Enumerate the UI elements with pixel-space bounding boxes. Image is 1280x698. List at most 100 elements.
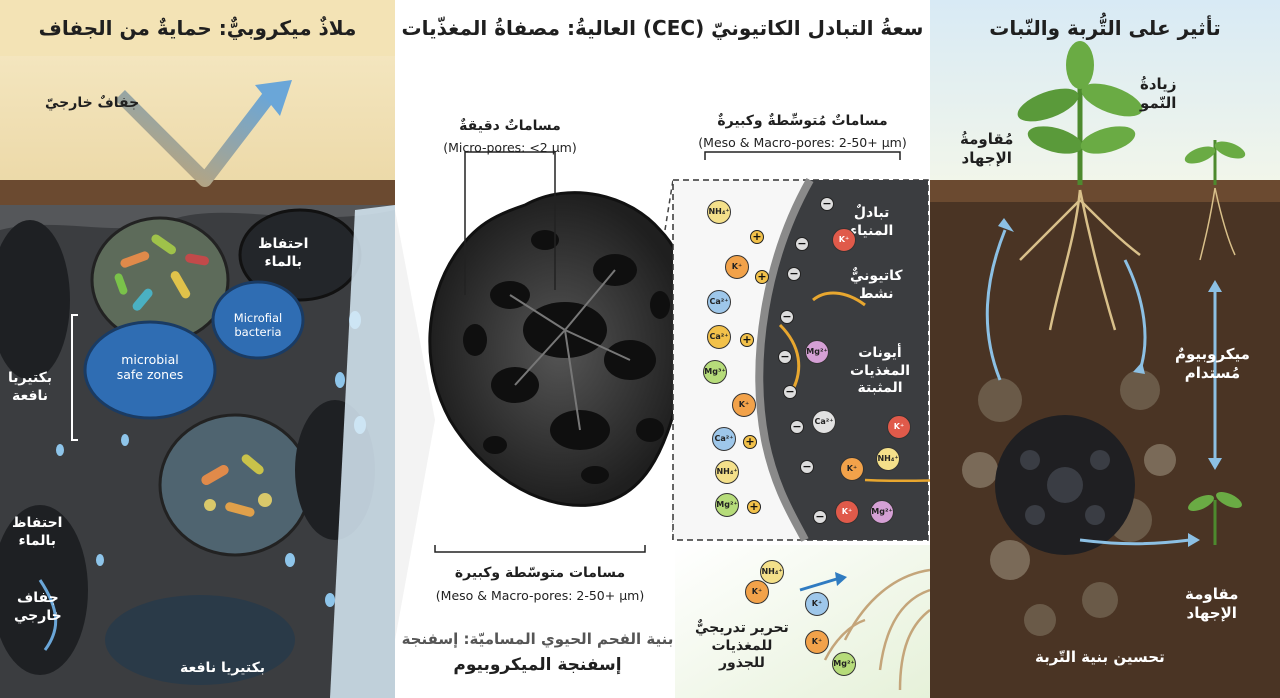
- structure-caption-1: بنية الفحم الحيوي المساميّة: إسفنجة: [401, 630, 674, 648]
- right-panel-soil-plant: تأثير على التُّربة والنّبات زيادةُ النّم…: [930, 0, 1280, 698]
- cycle-arrows: [985, 229, 1217, 546]
- right-panel-title: تأثير على التُّربة والنّبات: [989, 16, 1221, 40]
- positive-charge-icon: +: [750, 230, 764, 244]
- release-arrow: [799, 576, 841, 592]
- negative-charge-icon: −: [778, 350, 792, 364]
- release-arrowhead-icon: [835, 572, 847, 586]
- large-plant-roots: [1019, 189, 1141, 331]
- exchange-label: تبادلٌ المنياء: [850, 205, 894, 239]
- negative-charge-icon: −: [820, 197, 834, 211]
- bacteria-pore-bottom: [158, 413, 312, 557]
- water-retention-side-label: احتفاظ بالماء: [12, 515, 63, 549]
- ion-mg3: Mg³⁺: [703, 360, 727, 384]
- small-plant-roots: [1199, 187, 1236, 261]
- micro-pores-en-label: (Micro-pores: <2 μm): [443, 140, 577, 155]
- nutrient-flow-arrow: [864, 478, 930, 483]
- ion-nh4: NH₄⁺: [707, 200, 731, 224]
- ion-k-6: K⁺: [835, 500, 859, 524]
- arrowhead-icon: [1208, 458, 1222, 470]
- negative-charge-icon: −: [790, 420, 804, 434]
- slow-release-label: تحرير تدريجيٌّ للمغذيات للجذور: [695, 620, 789, 671]
- ion-k-5: K⁺: [840, 457, 864, 481]
- fixed-ions-label: أيونات المغذيات المثبتة: [850, 345, 911, 396]
- meso-macro-top-en-label: (Meso & Macro-pores: 2-50+ μm): [698, 135, 907, 150]
- positive-charge-icon: +: [743, 435, 757, 449]
- soil-aggregate-stones: [962, 370, 1176, 636]
- soil-structure-label: تحسين بنية التّربة: [1035, 648, 1165, 666]
- dark-pore-left: [0, 220, 70, 380]
- arrowhead-icon: [1208, 280, 1222, 292]
- stress-bottom-label: مقاومة الإجهاد: [1185, 585, 1239, 622]
- zoom-funnel-left: [395, 210, 435, 640]
- positive-charge-icon: +: [755, 270, 769, 284]
- ion-k-4: K⁺: [887, 415, 911, 439]
- negative-charge-icon: −: [813, 510, 827, 524]
- negative-charge-icon: −: [783, 385, 797, 399]
- bacteria-cluster-top: [114, 234, 209, 311]
- left-panel-title: ملاذٌ ميكروبيٌّ: حمايةٌ من الجفاف: [0, 0, 395, 56]
- micro-pores-bracket: [464, 151, 556, 160]
- biochar-ridges: [509, 269, 631, 431]
- beneficial-bacteria-bottom-label: بكتيريا نافعة: [180, 660, 265, 676]
- plant-roots: [823, 568, 930, 691]
- left-panel-illustration: [0, 0, 395, 698]
- meso-bottom-bracket: [434, 545, 646, 553]
- meso-macro-top-label: مساماتٌ مُتوسِّطةٌ وكبيرةٌ: [717, 113, 888, 129]
- water-retention-label-top: احتفاظ بالماء: [258, 236, 309, 270]
- ion-mg-3: Mg²⁺: [870, 500, 894, 524]
- safe-zone-pore: [83, 320, 217, 420]
- biochar-core-pores: [1020, 450, 1110, 525]
- negative-charge-icon: −: [800, 460, 814, 474]
- bacteria-cluster-bottom: [201, 454, 272, 517]
- dark-pore-bottom-left: [0, 505, 88, 675]
- growth-label: زيادةُ النّمو: [1140, 75, 1177, 112]
- ion-mg-release: Mg²⁺: [832, 652, 856, 676]
- exchange-arrow-1: [812, 291, 866, 307]
- meso-macro-bottom-label: مسامات متوسّطة وكبيرة: [454, 565, 626, 581]
- biochar-surface-edge: [755, 178, 814, 542]
- water-flow-arrow: [38, 579, 58, 651]
- microfial-bacteria-label: Microfial bacteria: [233, 311, 283, 339]
- large-plant: [1017, 41, 1143, 185]
- drought-arrowhead-icon: [255, 80, 292, 116]
- middle-panel-title: سعةُ التبادل الكاتيونيّ (CEC) العاليةُ: …: [401, 16, 924, 40]
- ion-k-release: K⁺: [745, 580, 769, 604]
- arrowhead-icon: [998, 218, 1014, 232]
- ion-mg-2: Mg²⁺: [715, 493, 739, 517]
- negative-charge-icon: −: [787, 267, 801, 281]
- meso-macro-bottom-en-label: (Meso & Macro-pores: 2-50+ μm): [435, 588, 645, 603]
- ion-ca-3: Ca²⁺: [812, 410, 836, 434]
- zoom-line-top: [664, 179, 674, 231]
- micro-pores-label: مساماتٌ دقيقةٌ: [459, 118, 561, 134]
- negative-charge-icon: −: [780, 310, 794, 324]
- arrowhead-icon: [1188, 533, 1200, 547]
- ion-k-2: K⁺: [725, 255, 749, 279]
- drought-label-top: جفافٌ خارجيّ: [45, 95, 140, 111]
- drought-side-label: جفاف خارجي: [14, 590, 62, 624]
- beneficial-bacteria-side-label: بكتيريا نافعة: [8, 370, 53, 404]
- soil-surface: [930, 180, 1280, 202]
- drought-deflect-arrow: [115, 90, 276, 187]
- ion-nh4-release: NH₄⁺: [760, 560, 784, 584]
- water-pore-bottom: [105, 595, 295, 685]
- bracket-beneficial-bacteria: [71, 314, 78, 441]
- microbiome-label: ميكروبيومٌ مُستدام: [1175, 345, 1250, 382]
- ion-k-3: K⁺: [732, 393, 756, 417]
- middle-panel-cec: سعةُ التبادل الكاتيونيّ (CEC) العاليةُ: …: [395, 0, 930, 698]
- negative-charge-icon: −: [795, 237, 809, 251]
- ion-k-release-2: K⁺: [805, 592, 829, 616]
- ion-mg: Mg²⁺: [805, 340, 829, 364]
- stress-top-label: مُقاومةُ الإجهاد: [960, 130, 1014, 167]
- ion-ca-2: Ca²⁺: [707, 325, 731, 349]
- microbial-safe-zones-label: microbial safe zones: [116, 352, 184, 382]
- meso-top-bracket: [704, 151, 901, 160]
- small-plant: [1184, 140, 1246, 185]
- positive-charge-icon: +: [747, 500, 761, 514]
- structure-caption-2: إسفنجة الميكروبيوم: [453, 655, 622, 675]
- ion-k-release-3: K⁺: [805, 630, 829, 654]
- left-panel-microbial-refuge: ملاذٌ ميكروبيٌّ: حمايةٌ من الجفاف جفافٌ …: [0, 0, 395, 698]
- ion-ca: Ca²⁺: [707, 290, 731, 314]
- microfial-bacteria-pore: [211, 280, 305, 360]
- zoom-wedge: [330, 205, 395, 698]
- ion-k: K⁺: [832, 228, 856, 252]
